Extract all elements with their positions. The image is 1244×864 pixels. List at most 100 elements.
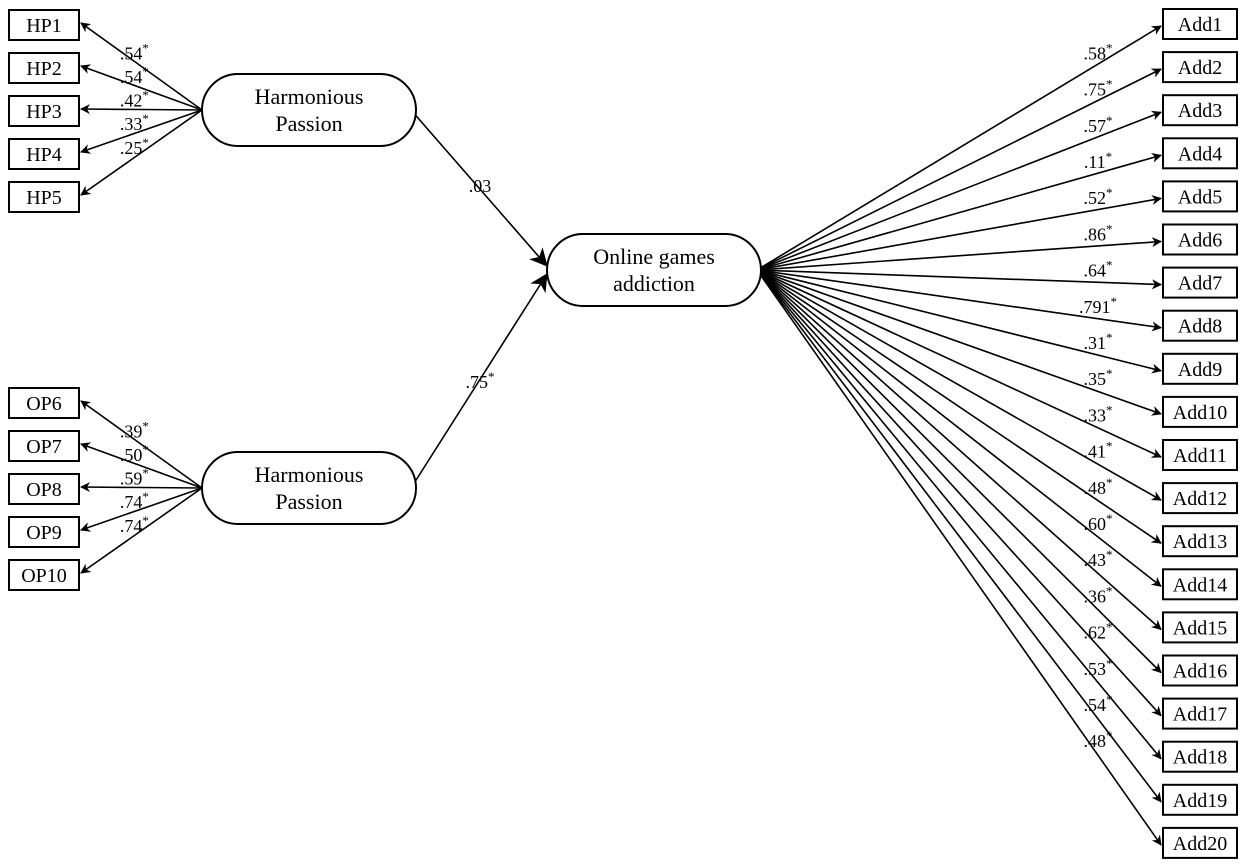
op-loading-path: [80, 482, 203, 493]
hp-loading-path: [80, 104, 203, 115]
hp-loading-coefficient: .54*: [120, 64, 149, 87]
add-indicator-box: Add15: [1162, 611, 1238, 644]
add-loading-coefficient: .35*: [1084, 366, 1113, 389]
add-indicator-box-frame: [1162, 439, 1238, 471]
op-indicator-box: OP6: [8, 387, 80, 419]
op-to-addiction-path: [410, 273, 548, 489]
add-indicator-box: Add4: [1162, 137, 1238, 170]
hp-indicator-box-frame: [8, 138, 80, 170]
add-indicator-box: Add10: [1162, 395, 1238, 428]
hp-indicator-box-frame: [8, 181, 80, 213]
add-indicator-box: Add6: [1162, 223, 1238, 256]
add-indicator-box-frame: [1162, 180, 1238, 213]
add-indicator-box-frame: [1162, 697, 1238, 730]
add-loading-coefficient: .43*: [1084, 547, 1113, 570]
op-loading-path: [80, 400, 203, 489]
add-loading-coefficient: .48*: [1084, 728, 1113, 751]
add-loading-coefficient: .64*: [1084, 258, 1113, 281]
add-indicator-box-label: Add11: [1173, 445, 1227, 467]
add-loading-coefficient: .36*: [1084, 583, 1113, 606]
hp-loading-path: [80, 64, 203, 111]
add-indicator-box-frame: [1162, 568, 1238, 601]
hp-indicator-box-label: HP5: [26, 187, 62, 209]
hp-indicator-box: HP2: [8, 52, 80, 84]
hp-indicator-box: HP3: [8, 95, 80, 127]
obsessive-passion-latent-label-line: Passion: [275, 489, 342, 514]
add-loading-path: [756, 195, 1162, 271]
hp-loading-coefficient: .42*: [120, 88, 149, 111]
add-indicator-box-label: Add17: [1173, 704, 1227, 726]
hp-indicator-box: HP4: [8, 138, 80, 170]
hp-indicator-box-label: HP1: [26, 15, 62, 37]
add-loading-coefficient: .60*: [1084, 511, 1113, 534]
add-indicator-box: Add2: [1162, 51, 1238, 84]
add-indicator-box-frame: [1162, 352, 1238, 385]
hp-loading-coefficient: .33*: [120, 111, 149, 134]
add-indicator-box-label: Add4: [1178, 143, 1222, 165]
add-loading-coefficient: .86*: [1084, 221, 1113, 244]
add-loading-path: [756, 269, 1162, 846]
add-loading-coefficient: .11*: [1084, 149, 1112, 172]
add-indicator-box: Add18: [1162, 740, 1238, 773]
add-loading-path: [756, 152, 1162, 271]
diagram-nodes: HP1HP2HP3HP4HP5OP6OP7OP8OP9OP10Add1Add2A…: [8, 8, 1238, 859]
add-indicator-box-frame: [1162, 740, 1238, 773]
add-indicator-box-label: Add2: [1178, 57, 1222, 79]
hp-loading-path: [80, 22, 203, 111]
add-indicator-box-frame: [1162, 826, 1238, 859]
add-loading-coefficient: .53*: [1084, 656, 1113, 679]
op-to-addiction-coefficient: .75*: [466, 369, 495, 392]
op-indicator-box: OP10: [8, 559, 80, 591]
add-indicator-box-label: Add15: [1173, 617, 1227, 639]
coefficient-labels: .54*.54*.42*.33*.25*.39*.50*.59*.74*.74*…: [120, 40, 1117, 751]
add-indicator-box: Add16: [1162, 654, 1238, 687]
add-indicator-box-frame: [1162, 8, 1238, 40]
add-loading-path: [756, 25, 1162, 271]
add-loading-path: [756, 269, 1162, 416]
add-indicator-box: Add12: [1162, 482, 1238, 515]
add-indicator-box-label: Add3: [1178, 100, 1222, 122]
add-loading-path: [756, 68, 1162, 271]
op-loading-coefficient: .50*: [120, 442, 149, 465]
hp-loading-path: [80, 109, 203, 154]
add-indicator-box-frame: [1162, 482, 1238, 515]
add-indicator-box-frame: [1162, 137, 1238, 170]
online-games-addiction-latent-label-line: addiction: [613, 271, 695, 296]
add-loading-path: [756, 269, 1162, 587]
add-loading-path: [756, 110, 1162, 271]
op-indicator-box-label: OP8: [26, 479, 62, 501]
op-loading-coefficient: .39*: [120, 418, 149, 441]
obsessive-passion-latent-label-line: Harmonious: [255, 462, 364, 487]
add-indicator-box-frame: [1162, 611, 1238, 644]
add-loading-path: [756, 269, 1162, 544]
add-indicator-box-frame: [1162, 309, 1238, 342]
hp-loading-coefficient: .25*: [120, 135, 149, 158]
add-loading-path: [756, 269, 1162, 717]
op-loading-path: [80, 487, 203, 532]
add-indicator-box: Add7: [1162, 266, 1238, 299]
add-loading-path: [756, 269, 1162, 760]
hp-indicator-box-frame: [8, 9, 80, 41]
add-loading-path: [756, 269, 1162, 501]
add-loading-path: [756, 269, 1162, 803]
hp-indicator-box-frame: [8, 95, 80, 127]
online-games-addiction-latent-label-line: Online games: [593, 244, 715, 269]
op-indicator-box-frame: [8, 473, 80, 505]
add-loading-coefficient: .33*: [1084, 402, 1113, 425]
op-indicator-box-frame: [8, 516, 80, 548]
add-loading-coefficient: .791*: [1079, 294, 1117, 317]
hp-loading-coefficient: .54*: [120, 40, 149, 63]
add-indicator-box: Add14: [1162, 568, 1238, 601]
hp-indicator-box-label: HP3: [26, 101, 62, 123]
op-indicator-box-label: OP6: [26, 393, 62, 415]
add-indicator-box-label: Add5: [1178, 186, 1222, 208]
add-indicator-box-frame: [1162, 525, 1238, 558]
add-loading-path: [756, 269, 1162, 674]
add-indicator-box: Add13: [1162, 525, 1238, 558]
add-indicator-box-frame: [1162, 266, 1238, 299]
add-indicator-box-frame: [1162, 783, 1238, 816]
add-loading-coefficient: .41*: [1084, 439, 1113, 462]
